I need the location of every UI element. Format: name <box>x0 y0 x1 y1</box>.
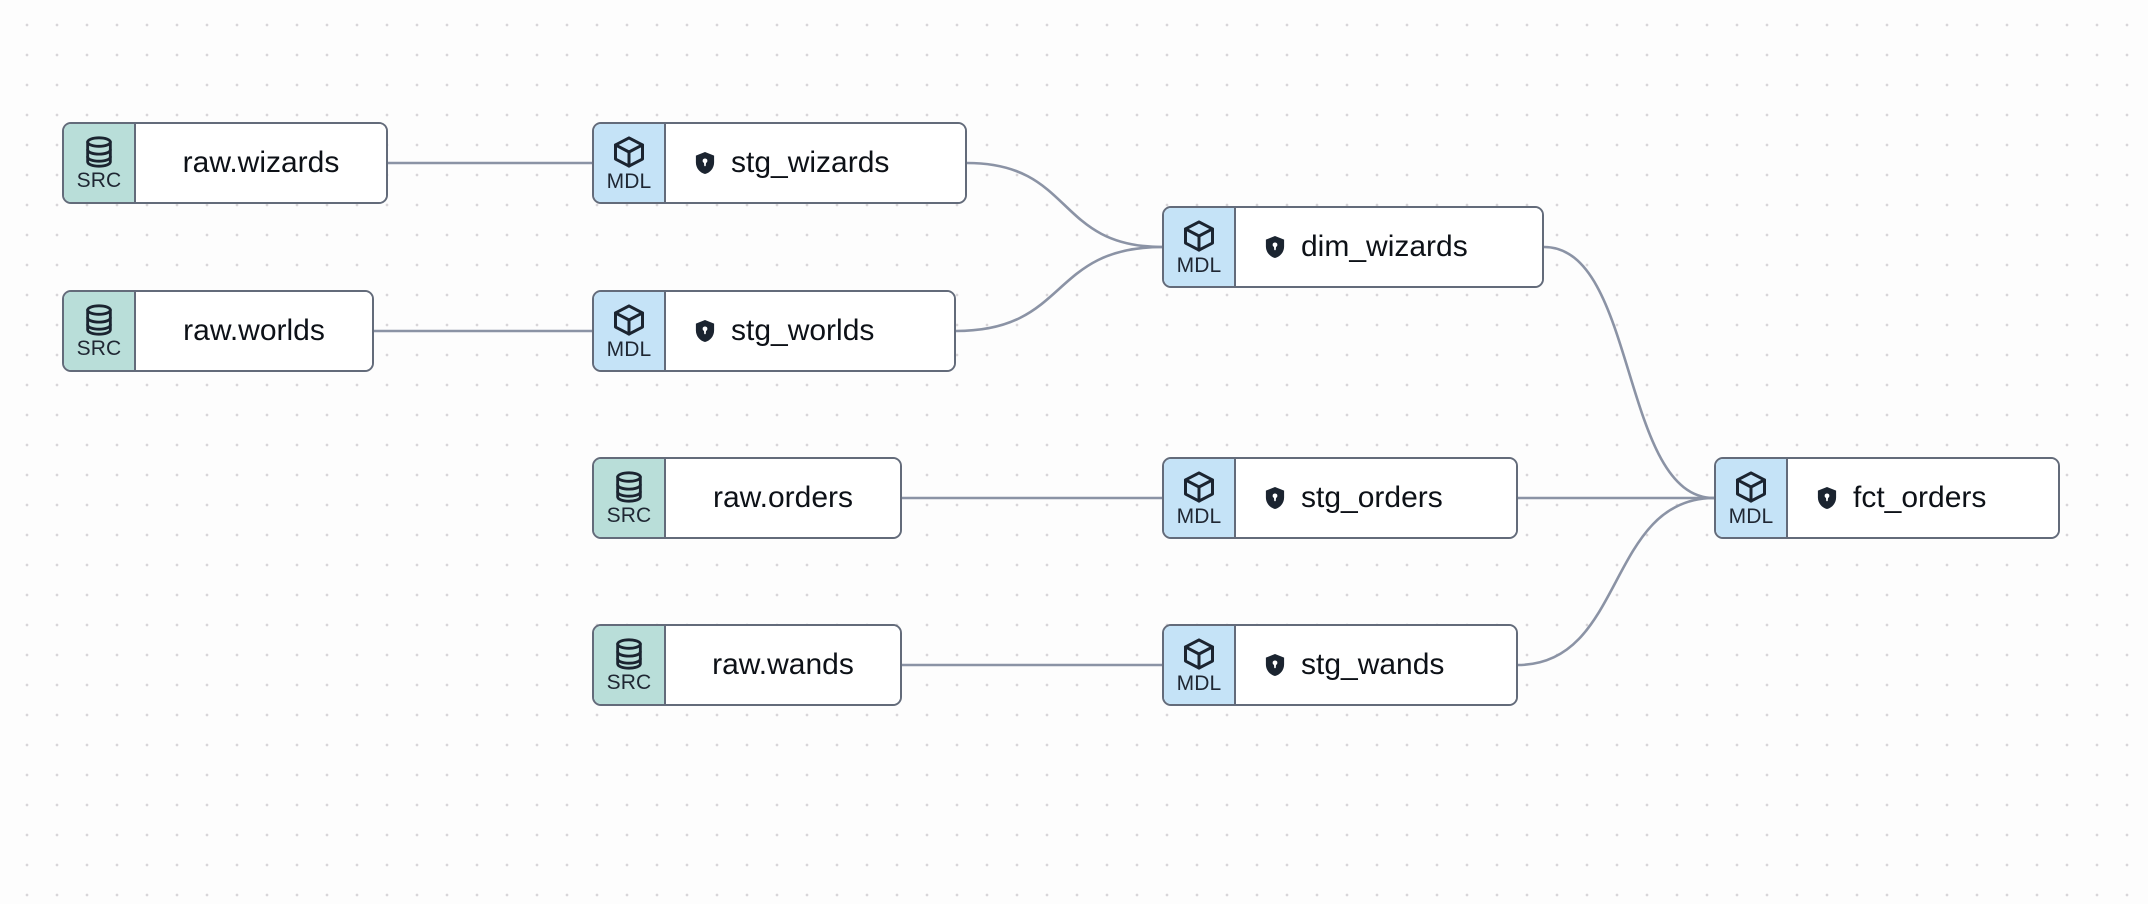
node-body-stg_orders: stg_orders <box>1236 459 1516 537</box>
node-type-label: MDL <box>1176 672 1222 695</box>
node-label: stg_worlds <box>731 314 875 347</box>
node-body-raw_orders: raw.orders <box>666 459 900 537</box>
node-stg_wands[interactable]: MDL stg_wands <box>1162 624 1518 706</box>
node-type-label: MDL <box>606 170 652 193</box>
node-type-badge-raw_wizards: SRC <box>64 124 136 202</box>
node-stg_orders[interactable]: MDL stg_orders <box>1162 457 1518 539</box>
shield-lock-icon <box>1814 485 1840 511</box>
node-type-badge-raw_wands: SRC <box>594 626 666 704</box>
cube-icon <box>1181 636 1217 672</box>
node-label: raw.wands <box>712 648 854 681</box>
node-type-badge-raw_worlds: SRC <box>64 292 136 370</box>
node-fct_orders[interactable]: MDL fct_orders <box>1714 457 2060 539</box>
node-label: fct_orders <box>1853 481 1987 514</box>
node-label: dim_wizards <box>1301 230 1468 263</box>
node-body-raw_wands: raw.wands <box>666 626 900 704</box>
node-type-label: SRC <box>606 504 652 527</box>
cube-icon <box>611 134 647 170</box>
node-type-label: MDL <box>606 338 652 361</box>
node-body-raw_wizards: raw.wizards <box>136 124 386 202</box>
node-raw_wizards[interactable]: SRC raw.wizards <box>62 122 388 204</box>
node-label: stg_wands <box>1301 648 1445 681</box>
node-type-label: MDL <box>1728 505 1774 528</box>
node-type-badge-stg_worlds: MDL <box>594 292 666 370</box>
shield-lock-icon <box>1262 234 1288 260</box>
node-body-raw_worlds: raw.worlds <box>136 292 372 370</box>
cube-icon <box>1733 469 1769 505</box>
node-type-label: MDL <box>1176 254 1222 277</box>
node-label: raw.orders <box>712 481 854 514</box>
node-label: stg_orders <box>1301 481 1443 514</box>
database-icon <box>82 303 116 337</box>
node-body-fct_orders: fct_orders <box>1788 459 2058 537</box>
node-dim_wizards[interactable]: MDL dim_wizards <box>1162 206 1544 288</box>
node-body-stg_worlds: stg_worlds <box>666 292 954 370</box>
shield-lock-icon <box>1262 652 1288 678</box>
node-label: raw.wizards <box>182 146 340 179</box>
cube-icon <box>611 302 647 338</box>
node-type-label: SRC <box>76 337 122 360</box>
database-icon <box>82 135 116 169</box>
cube-icon <box>1181 469 1217 505</box>
node-type-badge-fct_orders: MDL <box>1716 459 1788 537</box>
node-label: stg_wizards <box>731 146 890 179</box>
node-body-stg_wands: stg_wands <box>1236 626 1516 704</box>
cube-icon <box>1181 218 1217 254</box>
node-stg_wizards[interactable]: MDL stg_wizards <box>592 122 967 204</box>
node-type-label: MDL <box>1176 505 1222 528</box>
node-type-label: SRC <box>76 169 122 192</box>
node-stg_worlds[interactable]: MDL stg_worlds <box>592 290 956 372</box>
node-type-badge-stg_orders: MDL <box>1164 459 1236 537</box>
node-body-dim_wizards: dim_wizards <box>1236 208 1542 286</box>
node-type-badge-stg_wands: MDL <box>1164 626 1236 704</box>
shield-lock-icon <box>1262 485 1288 511</box>
database-icon <box>612 637 646 671</box>
node-raw_worlds[interactable]: SRC raw.worlds <box>62 290 374 372</box>
node-raw_wands[interactable]: SRC raw.wands <box>592 624 902 706</box>
node-type-label: SRC <box>606 671 652 694</box>
database-icon <box>612 470 646 504</box>
shield-lock-icon <box>692 318 718 344</box>
node-type-badge-raw_orders: SRC <box>594 459 666 537</box>
node-raw_orders[interactable]: SRC raw.orders <box>592 457 902 539</box>
node-type-badge-stg_wizards: MDL <box>594 124 666 202</box>
shield-lock-icon <box>692 150 718 176</box>
node-body-stg_wizards: stg_wizards <box>666 124 965 202</box>
node-type-badge-dim_wizards: MDL <box>1164 208 1236 286</box>
node-label: raw.worlds <box>183 314 325 347</box>
